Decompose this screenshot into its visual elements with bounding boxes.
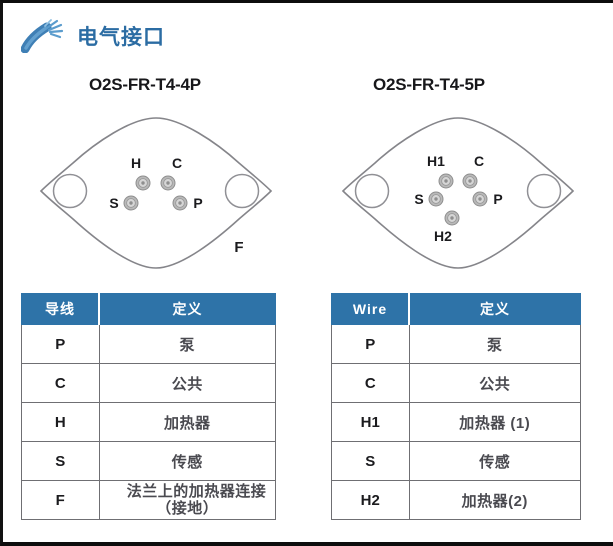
package-diagram-5p: H1 C S P H2 [333,111,583,276]
cell-wire: P [21,324,100,364]
section-header: 电气接口 [21,19,165,53]
wire-definition-table-4p: 导线 定义 P 泵 C 公共 H 加热器 S 传感 F [21,293,276,520]
table-row: S 传感 [21,441,276,481]
table-header-row: 导线 定义 [21,293,276,325]
column-header-wire: 导线 [21,293,100,325]
cell-definition: 法兰上的加热器连接 （接地） [98,480,276,520]
cell-wire: F [21,480,100,520]
cell-definition-line2: （接地） [156,500,219,517]
cell-wire: C [21,363,100,403]
cell-wire: S [21,441,100,481]
cell-definition: 加热器 [98,402,276,442]
svg-text:S: S [414,191,423,207]
svg-text:H1: H1 [427,153,445,169]
cell-definition: 公共 [408,363,581,403]
wire-definition-table-5p: Wire 定义 P 泵 C 公共 H1 加热器 (1) S 传感 H2 [331,293,581,520]
column-header-definition: 定义 [98,293,276,325]
column-header-definition: 定义 [408,293,581,325]
svg-text:H: H [131,155,141,171]
table-row: C 公共 [21,363,276,403]
pin-s [428,191,444,207]
cell-wire: P [331,324,410,364]
table-row: H 加热器 [21,402,276,442]
package-diagram-4p: H C S P F [31,111,281,276]
svg-text:C: C [474,153,484,169]
table-row: H2 加热器(2) [331,480,581,520]
cell-definition: 泵 [98,324,276,364]
cell-definition: 加热器 (1) [408,402,581,442]
cell-definition: 加热器(2) [408,480,581,520]
table-row: P 泵 [331,324,581,364]
pin-h [135,175,151,191]
cell-wire: C [331,363,410,403]
cell-definition-line1: 法兰上的加热器连接 [126,482,267,500]
cable-wire-icon [21,19,67,53]
table-row: H1 加热器 (1) [331,402,581,442]
section-title: 电气接口 [77,26,165,49]
pin-h2 [444,210,460,226]
svg-text:H2: H2 [434,228,452,244]
cell-definition: 传感 [408,441,581,481]
pin-c [462,173,478,189]
table-row: F 法兰上的加热器连接 （接地） [21,480,276,520]
table-row: S 传感 [331,441,581,481]
part-number-5p: O2S-FR-T4-5P [373,75,485,94]
table-row: P 泵 [21,324,276,364]
table-row: C 公共 [331,363,581,403]
cell-wire: S [331,441,410,481]
svg-text:F: F [234,239,243,256]
svg-text:C: C [172,155,182,171]
column-header-wire: Wire [331,293,410,325]
part-number-4p: O2S-FR-T4-4P [89,75,201,94]
svg-text:S: S [109,195,118,211]
cell-definition: 泵 [408,324,581,364]
svg-text:P: P [493,191,502,207]
cell-definition: 公共 [98,363,276,403]
table-header-row: Wire 定义 [331,293,581,325]
pin-p [472,191,488,207]
cell-wire: H2 [331,480,410,520]
pin-c [160,175,176,191]
pin-h1 [438,173,454,189]
cell-definition: 传感 [98,441,276,481]
cell-wire: H [21,402,100,442]
pin-p [172,195,188,211]
pin-s [123,195,139,211]
svg-text:P: P [193,195,202,211]
cell-wire: H1 [331,402,410,442]
